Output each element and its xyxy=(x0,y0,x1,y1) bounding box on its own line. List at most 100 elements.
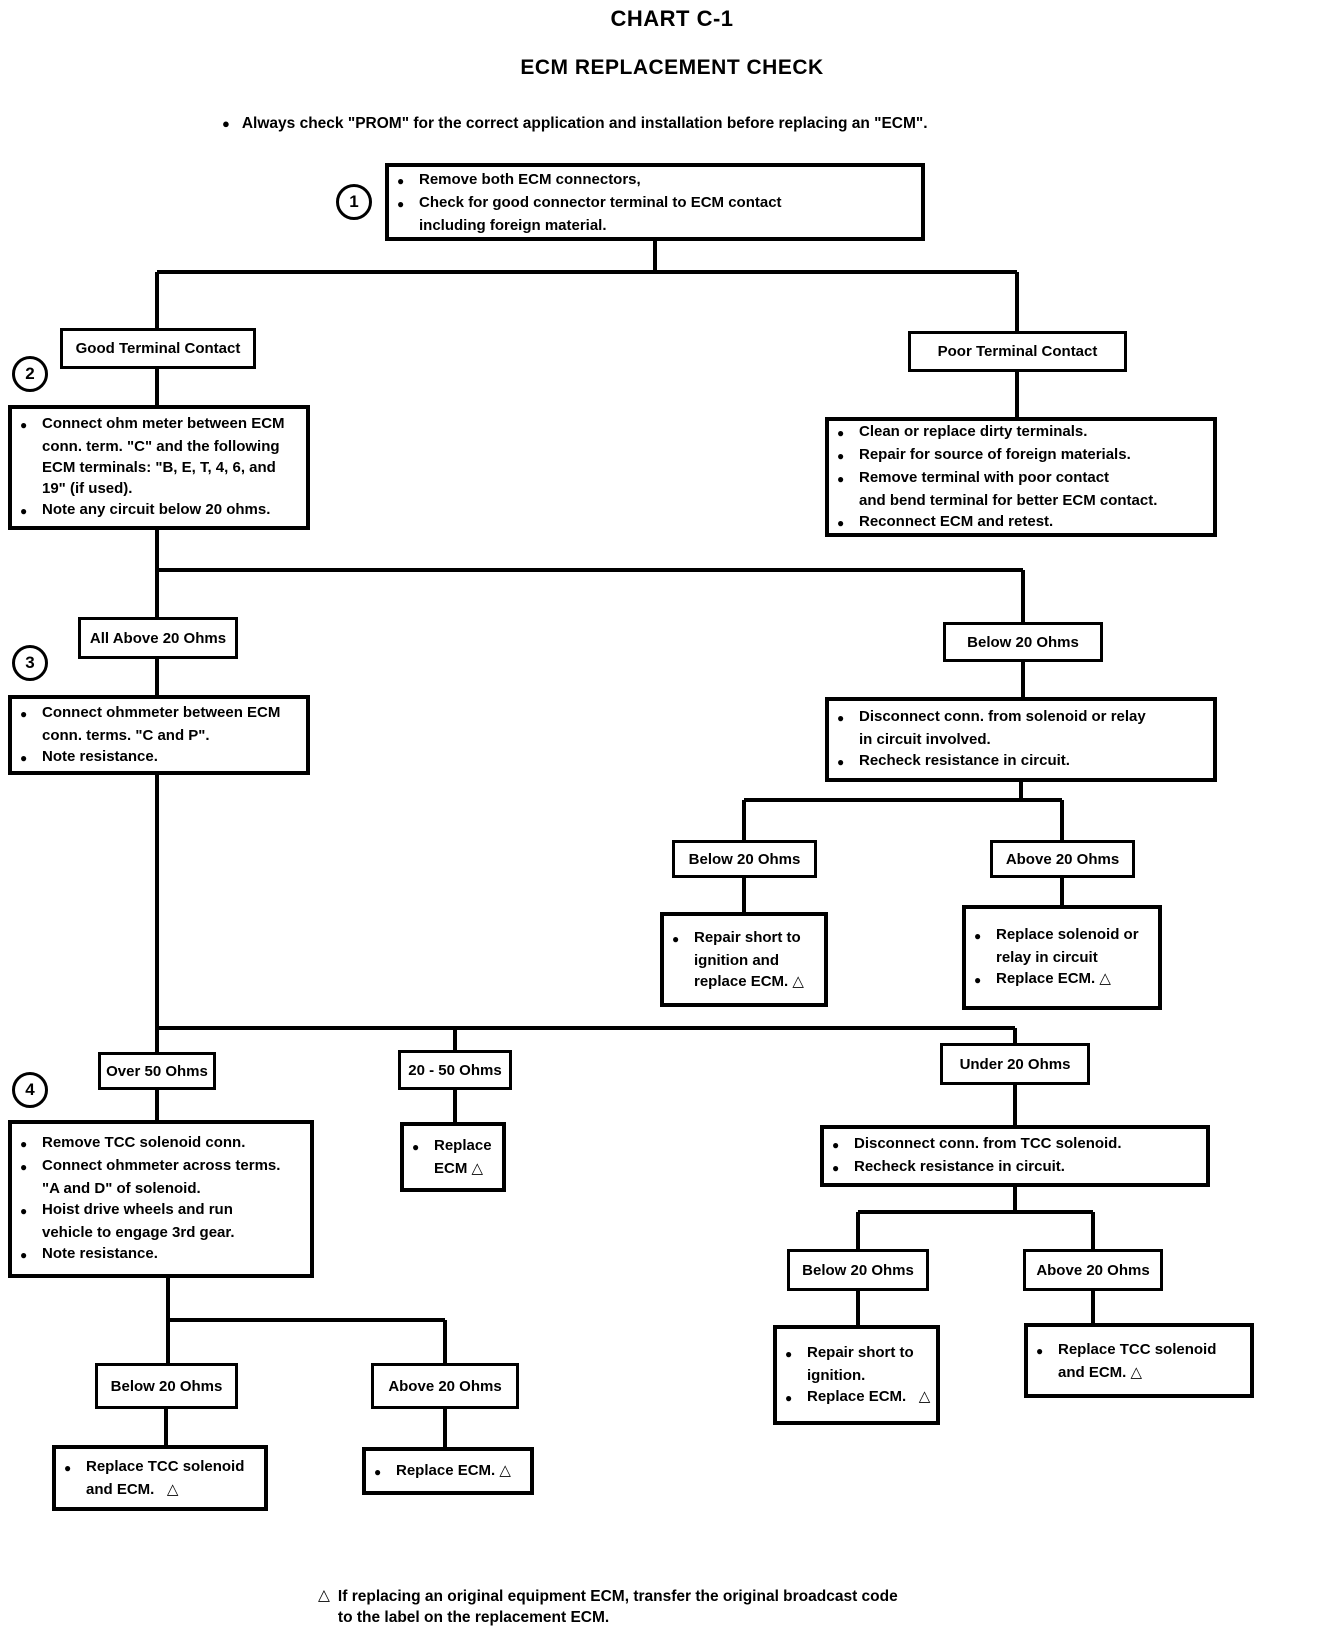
text-line: conn. term. "C" and the following xyxy=(42,438,280,455)
bullet-icon: ● xyxy=(397,173,405,188)
tcc-recheck-box: ●Disconnect conn. from TCC solenoid.●Rec… xyxy=(820,1125,1210,1187)
text-line: Replace xyxy=(434,1137,492,1154)
page-title: CHART C-1 xyxy=(610,6,734,31)
bullet-icon xyxy=(20,478,42,480)
bullet-icon: ● xyxy=(20,418,28,432)
bullet-icon: ● xyxy=(837,515,845,530)
bullet-icon: ● xyxy=(374,1464,382,1479)
text-line: Disconnect conn. from TCC solenoid. xyxy=(854,1135,1122,1152)
bullet-icon: ● xyxy=(785,1346,793,1361)
bullet-icon xyxy=(672,950,694,952)
bullet-icon xyxy=(837,490,859,492)
bullet-icon: ● xyxy=(397,196,405,211)
text-line: ECM △ xyxy=(434,1160,484,1177)
footnote-line-2: to the label on the replacement ECM. xyxy=(337,1609,610,1626)
step-circle-1: 1 xyxy=(336,184,372,220)
solenoid-relay-check-box: ● Disconnect conn. from solenoid or relay… xyxy=(825,697,1217,782)
bullet-icon: ● xyxy=(672,932,680,946)
branch-20-50-ohms: 20 - 50 Ohms xyxy=(398,1050,512,1090)
text-line: Note any circuit below 20 ohms. xyxy=(42,501,271,518)
text-line: Replace solenoid or xyxy=(996,926,1139,943)
text-line: Note resistance. xyxy=(42,747,158,765)
branch-below-20-ohms-c: Below 20 Ohms xyxy=(787,1249,929,1291)
bullet-icon: ● xyxy=(837,471,845,486)
bullet-icon xyxy=(412,1158,434,1160)
bullet-icon: ● xyxy=(20,1160,28,1174)
text-line: ignition and xyxy=(694,952,779,969)
text-line: ignition. xyxy=(807,1366,866,1384)
text-line: and ECM. △ xyxy=(1058,1363,1143,1381)
bullet-icon xyxy=(785,1365,807,1367)
step-circle-4: 4 xyxy=(12,1072,48,1108)
bullet-icon: ● xyxy=(20,504,28,518)
text-line: Repair for source of foreign materials. xyxy=(859,445,1131,463)
bullet-icon xyxy=(397,215,419,217)
branch-above-20-ohms-c: Above 20 Ohms xyxy=(371,1363,519,1409)
step3-box: ● Connect ohmmeter between ECM conn. terms… xyxy=(8,695,310,775)
prom-note: ● Always check "PROM" for the correct ap… xyxy=(222,115,928,133)
branch-below-20-ohms-b: Below 20 Ohms xyxy=(672,840,817,878)
replace-ecm-bottom-box: ●Replace ECM. △ xyxy=(362,1447,534,1495)
text-line: Connect ohm meter between ECM xyxy=(42,415,285,432)
step2-good-contact-box: ● Connect ohm meter between ECM conn. term… xyxy=(8,405,310,530)
text-line: ECM terminals: "B, E, T, 4, 6, and xyxy=(42,459,276,476)
branch-below-20-ohms-a: Below 20 Ohms xyxy=(943,622,1103,662)
bullet-icon xyxy=(20,1222,42,1224)
text-line: Clean or replace dirty terminals. xyxy=(859,422,1088,440)
text-line: including foreign material. xyxy=(419,216,607,234)
bullet-icon: ● xyxy=(20,1248,28,1262)
branch-all-above-20-ohms: All Above 20 Ohms xyxy=(78,617,238,659)
broadcast-code-footnote: △ If replacing an original equipment ECM… xyxy=(318,1586,898,1628)
text-line: Replace ECM. △ xyxy=(996,970,1111,987)
text-line: Connect ohmmeter between ECM xyxy=(42,703,281,721)
bullet-icon: ● xyxy=(20,750,28,765)
bullet-icon: ● xyxy=(785,1390,793,1405)
text-line: Disconnect conn. from solenoid or relay xyxy=(859,708,1146,725)
bullet-icon: ● xyxy=(837,425,845,440)
branch-poor-terminal-contact: Poor Terminal Contact xyxy=(908,331,1127,372)
text-line: in circuit involved. xyxy=(859,731,991,748)
step-circle-3: 3 xyxy=(12,645,48,681)
text-line: Remove TCC solenoid conn. xyxy=(42,1134,246,1151)
text-line: "A and D" of solenoid. xyxy=(42,1180,201,1197)
text-line: and ECM. △ xyxy=(86,1481,179,1498)
triangle-icon: △ xyxy=(318,1587,330,1604)
step2-poor-contact-box: ● Clean or replace dirty terminals. ● Repai… xyxy=(825,417,1217,537)
branch-above-20-ohms-b: Above 20 Ohms xyxy=(1023,1249,1163,1291)
text-line: Check for good connector terminal to ECM… xyxy=(419,193,782,211)
bullet-icon xyxy=(837,729,859,731)
text-line: conn. terms. "C and P". xyxy=(42,726,210,744)
prom-note-text: Always check "PROM" for the correct appl… xyxy=(241,115,928,132)
bullet-icon: ● xyxy=(412,1140,420,1154)
text-line: Replace ECM. △ xyxy=(807,1387,931,1405)
branch-under-20-ohms: Under 20 Ohms xyxy=(940,1043,1090,1085)
bullet-icon xyxy=(672,971,694,973)
text-line: Remove terminal with poor contact xyxy=(859,468,1110,486)
text-line: relay in circuit xyxy=(996,949,1098,966)
text-line: Remove both ECM connectors, xyxy=(419,170,641,188)
replace-tcc-ecm-left-box: ● Replace TCC solenoid and ECM. △ xyxy=(52,1445,268,1511)
page-subtitle: ECM REPLACEMENT CHECK xyxy=(520,56,824,79)
text-line: Note resistance. xyxy=(42,1245,158,1262)
bullet-icon: ● xyxy=(832,1138,840,1152)
text-line: replace ECM. △ xyxy=(694,973,804,990)
text-line: Recheck resistance in circuit. xyxy=(854,1158,1065,1175)
bullet-icon: ● xyxy=(974,973,982,987)
bullet-icon: ● xyxy=(20,1137,28,1151)
bullet-icon: ● xyxy=(837,755,845,769)
branch-below-20-ohms-d: Below 20 Ohms xyxy=(95,1363,238,1409)
branch-good-terminal-contact: Good Terminal Contact xyxy=(60,328,256,369)
bullet-icon xyxy=(20,457,42,459)
bullet-icon: ● xyxy=(837,448,845,463)
text-line: 19" (if used). xyxy=(42,480,133,497)
bullet-icon: ● xyxy=(64,1461,72,1475)
step4-tcc-solenoid-box: ●Remove TCC solenoid conn.●Connect ohmme… xyxy=(8,1120,314,1278)
bullet-icon xyxy=(1036,1362,1058,1364)
text-line: Replace TCC solenoid xyxy=(86,1458,245,1475)
